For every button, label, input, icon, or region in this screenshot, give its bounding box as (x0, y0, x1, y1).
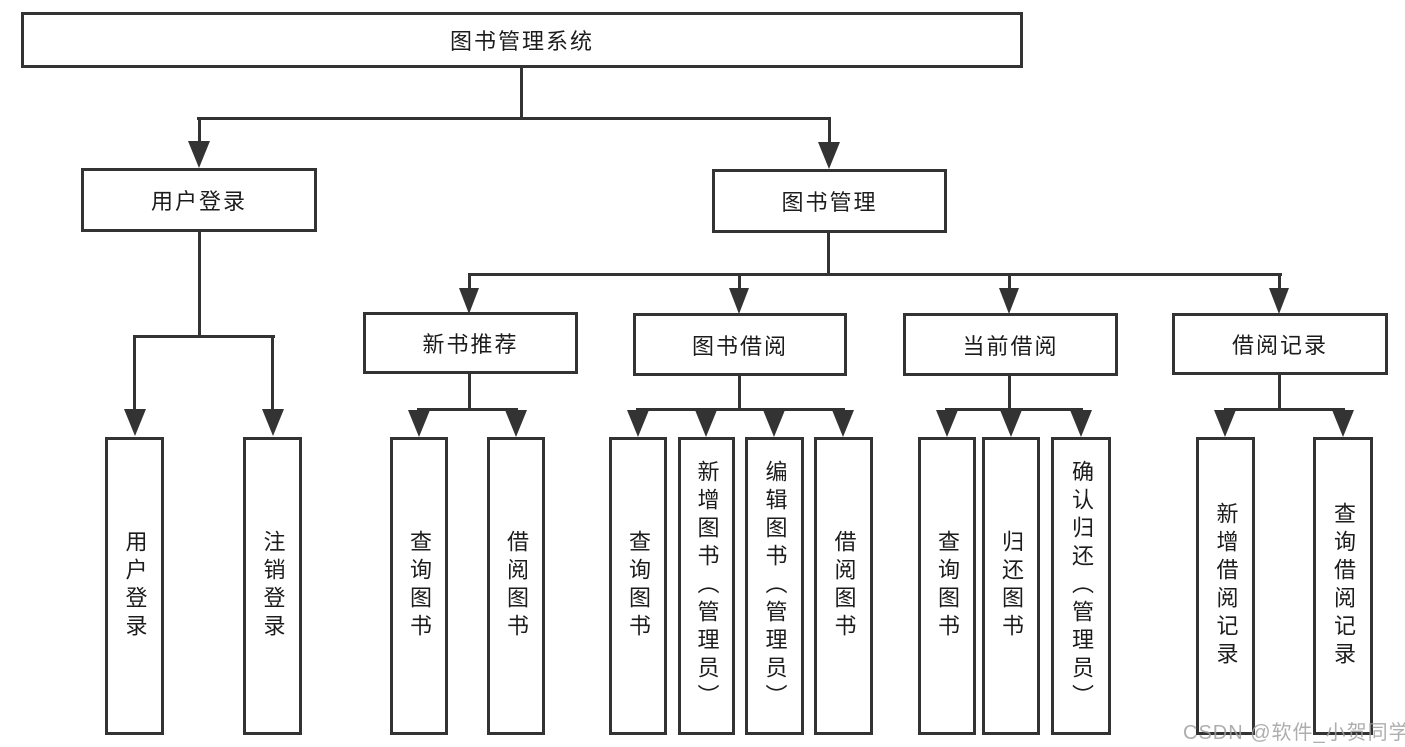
arrowhead-down-icon (1000, 410, 1022, 437)
connector-leaf-stem (271, 335, 274, 411)
arrowhead-down-icon (695, 410, 717, 437)
arrowhead-down-icon (729, 288, 749, 314)
leaf-user-login: 用户登录 (105, 437, 164, 735)
arrowhead-down-icon (459, 288, 479, 314)
node-current-borrowing: 当前借阅 (903, 313, 1118, 376)
leaf-borrow-borrow-books: 借阅图书 (814, 437, 873, 735)
leaf-newbooks-query-books: 查询图书 (390, 437, 448, 735)
connector-level3-split (468, 273, 1282, 276)
connector-newbooks-drop (468, 374, 471, 410)
arrowhead-down-icon (627, 410, 649, 437)
node-library-management-system: 图书管理系统 (21, 12, 1023, 68)
arrowhead-down-icon (936, 410, 958, 437)
arrowhead-down-icon (763, 410, 785, 437)
leaf-current-query-books: 查询图书 (918, 437, 976, 735)
arrowhead-down-icon (832, 410, 854, 437)
node-book-borrowing: 图书借阅 (633, 313, 847, 376)
csdn-watermark: CSDN @软件_小贺同学 (1183, 722, 1405, 744)
arrowhead-down-icon (188, 141, 210, 168)
arrowhead-down-icon (262, 409, 284, 436)
leaf-edit-books-admin: 编辑图书（管理员） (745, 437, 804, 735)
arrowhead-down-icon (408, 410, 430, 437)
leaf-add-borrow-record: 新增借阅记录 (1196, 437, 1255, 735)
arrowhead-down-icon (1332, 410, 1354, 437)
node-book-management: 图书管理 (712, 169, 947, 233)
leaf-logout: 注销登录 (243, 437, 302, 735)
leaf-add-books-admin: 新增图书（管理员） (678, 437, 735, 735)
leaf-return-books: 归还图书 (982, 437, 1040, 735)
connector-bookborrow-drop (738, 376, 741, 410)
connector-userlogin-stem (198, 117, 201, 144)
connector-records-drop (1278, 375, 1281, 410)
node-new-book-recommendation: 新书推荐 (363, 312, 578, 374)
connector-bookmgmt-stem (828, 117, 831, 144)
connector-currentborrow-drop (1008, 376, 1011, 410)
connector-bookborrow-split (636, 408, 845, 411)
connector-level2-split (197, 117, 831, 120)
connector-records-split (1224, 408, 1345, 411)
arrowhead-down-icon (124, 409, 146, 436)
connector-currentborrow-stem (1008, 273, 1011, 291)
leaf-confirm-return-admin: 确认归还（管理员） (1051, 437, 1111, 735)
arrowhead-down-icon (1269, 288, 1289, 314)
arrowhead-down-icon (1214, 410, 1236, 437)
connector-userlogin-drop (198, 232, 201, 337)
arrowhead-down-icon (999, 288, 1019, 314)
connector-newbooks-split (417, 408, 518, 411)
connector-bookborrow-stem (738, 273, 741, 291)
connector-records-stem (1278, 273, 1281, 291)
arrowhead-down-icon (1070, 410, 1092, 437)
arrowhead-down-icon (818, 142, 840, 169)
leaf-newbooks-borrow-books: 借阅图书 (487, 437, 545, 735)
connector-newbooks-stem (468, 273, 471, 291)
connector-userlogin-split (133, 335, 275, 338)
connector-currentborrow-split (945, 408, 1083, 411)
connector-bookmgmt-drop (827, 233, 830, 275)
node-borrowing-records: 借阅记录 (1172, 313, 1388, 375)
leaf-borrow-query-books: 查询图书 (609, 437, 667, 735)
arrowhead-down-icon (505, 410, 527, 437)
connector-leaf-stem (133, 335, 136, 411)
node-user-login: 用户登录 (81, 168, 317, 232)
connector-root-drop (520, 68, 523, 119)
leaf-query-borrow-record: 查询借阅记录 (1313, 437, 1373, 735)
